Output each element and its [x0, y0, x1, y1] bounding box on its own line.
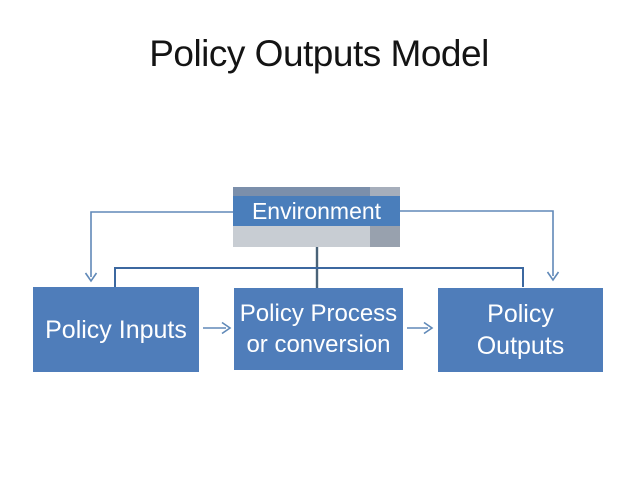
policy-outputs-box: Policy Outputs — [438, 288, 603, 372]
policy-inputs-box: Policy Inputs — [33, 287, 199, 372]
environment-top-strip — [233, 187, 400, 196]
environment-label: Environment — [233, 196, 400, 226]
arrow-down-icon — [546, 271, 560, 282]
connector-bracket — [114, 267, 524, 287]
policy-process-box: Policy Process or conversion — [234, 288, 403, 370]
arrow-right-icon — [221, 321, 232, 335]
environment-top-strip-left — [233, 187, 370, 196]
policy-process-label-line1: Policy Process — [239, 300, 398, 327]
policy-outputs-label-line2: Outputs — [476, 332, 565, 360]
environment-top-strip-right — [370, 187, 400, 196]
environment-bottom-strip-left — [233, 226, 370, 247]
connector-environment-to-outputs — [400, 210, 560, 282]
connector-inputs-to-process — [203, 321, 232, 335]
slide-title: Policy Outputs Model — [149, 33, 489, 74]
policy-inputs-label: Policy Inputs — [45, 315, 187, 344]
environment-bottom-strip-right — [370, 226, 400, 247]
policy-process-label-line2: or conversion — [246, 331, 391, 358]
arrow-down-icon — [84, 272, 98, 283]
arrow-right-icon — [423, 321, 434, 335]
connector-process-to-outputs — [407, 321, 434, 335]
connector-environment-to-inputs — [84, 211, 233, 283]
environment-bottom-strip — [233, 226, 400, 247]
environment-box: Environment — [233, 187, 400, 247]
policy-outputs-label-line1: Policy — [487, 300, 554, 328]
